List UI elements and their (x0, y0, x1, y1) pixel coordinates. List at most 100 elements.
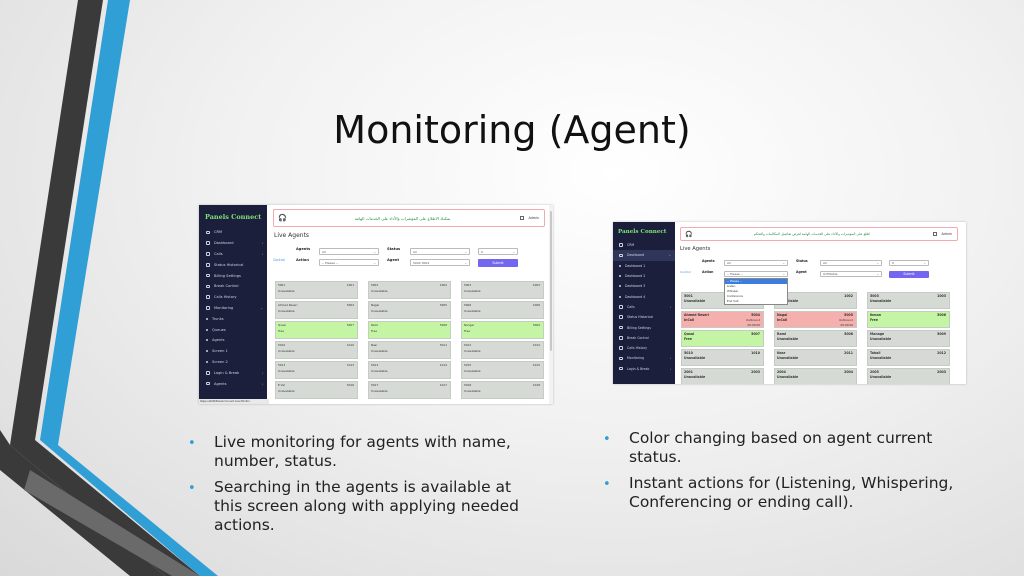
scrollbar[interactable] (549, 205, 553, 404)
sidebar-item[interactable]: Login & Break› (199, 367, 267, 378)
fullscreen-icon[interactable] (933, 232, 938, 236)
sidebar-item[interactable]: Dashboard 1 (613, 261, 675, 271)
dropdown-option[interactable]: -- Please -- (725, 279, 787, 284)
agents-select[interactable]: All⌄ (724, 260, 788, 266)
sidebar-item[interactable]: Agents (199, 335, 267, 346)
control-link[interactable]: Control (273, 258, 285, 262)
headset-icon[interactable]: 🎧 (685, 230, 693, 238)
sidebar-item[interactable]: Status Historical (613, 312, 675, 322)
agents-select[interactable]: All⌄ (319, 248, 379, 255)
headset-icon[interactable]: 🎧 (278, 214, 287, 222)
sidebar-item-label: Login & Break (214, 370, 240, 375)
sidebar-item[interactable]: Screen 1 (199, 346, 267, 357)
submit-button[interactable]: Submit (889, 271, 929, 278)
control-link[interactable]: Control (680, 270, 691, 274)
agent-status: InCall (777, 318, 788, 322)
agent-status: Unavailable (777, 356, 799, 360)
extra-select[interactable]: 0⌄ (478, 248, 518, 255)
sidebar-item[interactable]: Break Control (199, 281, 267, 292)
sidebar-item[interactable]: Calls History (199, 292, 267, 303)
sidebar-item[interactable]: Trunks (199, 313, 267, 324)
action-select[interactable]: -- Please --⌄ (319, 259, 379, 266)
action-select[interactable]: -- Please --⌄ (724, 271, 788, 277)
agent-label: Agent (387, 258, 400, 262)
agent-name: 5014 (371, 363, 379, 367)
status-select[interactable]: All⌄ (820, 260, 882, 266)
agent-name: Nasr (371, 343, 378, 347)
sidebar-item[interactable]: Dashboard› (199, 238, 267, 249)
sidebar-item[interactable]: Calls› (199, 249, 267, 260)
sidebar-item[interactable]: Agents› (199, 378, 267, 389)
sidebar-item[interactable]: Status Historical (199, 259, 267, 270)
chevron-icon: › (261, 381, 263, 386)
fullscreen-icon[interactable] (520, 216, 525, 220)
sidebar-item[interactable]: Dashboard 4 (613, 291, 675, 301)
extra-select[interactable]: 0⌄ (889, 260, 929, 266)
sidebar-item[interactable]: Calls› (613, 302, 675, 312)
sidebar-item-label: CRM (627, 243, 635, 248)
sidebar-item[interactable]: Login & Break› (613, 364, 675, 374)
sidebar-item[interactable]: CRM (613, 240, 675, 250)
sidebar-item[interactable]: Calls History (613, 343, 675, 353)
call-timer: 00:00:00 (840, 323, 853, 327)
agent-select[interactable]: 5004 3004⌄ (410, 259, 470, 266)
chevron-icon: ⌄ (668, 253, 671, 258)
sidebar-item[interactable]: Break Control (613, 333, 675, 343)
sidebar-item[interactable]: Dashboard 2 (613, 271, 675, 281)
sidebar-item[interactable]: CRM (199, 227, 267, 238)
dropdown-option[interactable]: End Call (727, 299, 739, 303)
agent-select[interactable]: Unfiltable⌄ (820, 271, 882, 277)
sidebar-item[interactable]: Monitoring⌄ (199, 303, 267, 314)
admin-menu[interactable]: Admin (528, 216, 539, 220)
admin-menu[interactable]: Admin (941, 232, 952, 236)
dropdown-option[interactable]: Listen (727, 284, 736, 288)
sidebar-item[interactable]: Billing Settings (613, 322, 675, 332)
agent-status: Unavailable (371, 369, 388, 373)
sidebar-item[interactable]: Screen 2 (199, 357, 267, 368)
sidebar-item[interactable]: Billing Settings (199, 270, 267, 281)
status-select[interactable]: All⌄ (410, 248, 470, 255)
sidebar-item[interactable]: Dashboard⌄ (613, 250, 675, 261)
sidebar-item[interactable]: Dashboard 3 (613, 281, 675, 291)
submit-button[interactable]: Submit (478, 259, 518, 267)
dropdown-option[interactable]: Whisper (727, 289, 739, 293)
sidebar-item[interactable]: Queues (199, 324, 267, 335)
agent-extension: 5008 (439, 323, 447, 327)
chevron-icon: › (261, 251, 263, 256)
dropdown-option[interactable]: Conference (727, 294, 743, 298)
sidebar-item-label: Calls (627, 304, 635, 309)
sidebar-item[interactable]: Monitoring› (613, 353, 675, 363)
